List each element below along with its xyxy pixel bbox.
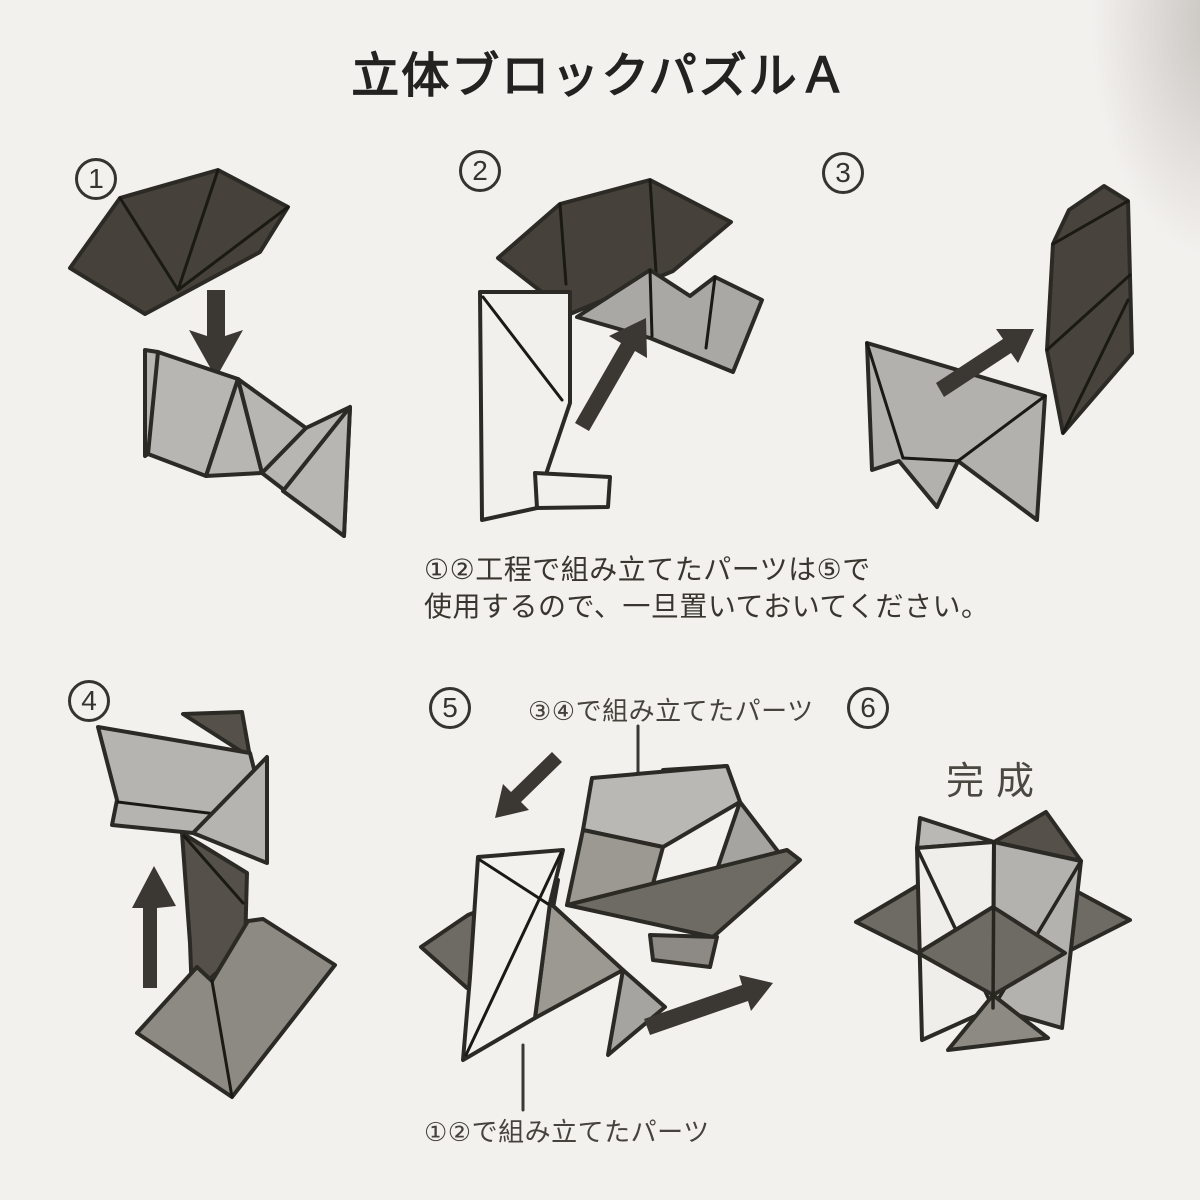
step4-dark-wedge — [181, 710, 252, 759]
step2-gray-crease — [648, 268, 654, 338]
step3-dark-crease — [1051, 199, 1130, 246]
arrow-up-icon — [132, 866, 176, 988]
step1-dark-crease — [176, 168, 220, 292]
step3-gray-crease — [865, 341, 905, 460]
step1-number: 1 — [88, 163, 104, 194]
step2-dark-crease — [648, 178, 659, 289]
step3-gray-crease — [901, 456, 960, 463]
step4-bottom-crease — [210, 979, 234, 1099]
step5-diagram — [419, 724, 802, 1112]
step5-white-crease — [478, 858, 550, 906]
step6-number-badge: 6 — [847, 687, 889, 729]
step1-diagram — [68, 168, 352, 538]
step3-dark-crease — [1061, 298, 1130, 435]
arrow-up-right-icon — [575, 318, 647, 431]
step6-bottom-spike — [946, 993, 1050, 1052]
step1-dark-crease — [176, 205, 290, 292]
step1-light-piece — [143, 348, 352, 538]
step4-bottom-piece — [135, 917, 337, 1099]
step2-white-crease — [481, 295, 564, 402]
step3-diagram — [865, 184, 1134, 522]
step1-dark-piece — [68, 168, 290, 316]
step3-dark-crease — [1045, 273, 1132, 352]
step2-white-foot — [533, 471, 612, 510]
step6-number: 6 — [860, 692, 876, 723]
complete-label: 完成 — [946, 761, 1047, 803]
step5-top-face — [581, 764, 742, 849]
step2-dark-crease — [558, 202, 568, 286]
step5-number-badge: 5 — [429, 687, 471, 729]
step5-white-crease — [464, 851, 563, 1057]
step3-gray-crease — [956, 394, 1047, 463]
step4-number-badge: 4 — [68, 680, 110, 722]
arrow-down-left-icon — [495, 752, 562, 818]
step5-pinwheel-facet — [606, 968, 667, 1057]
step4-dark-crease — [182, 834, 245, 905]
step5-top-label: ③④で組み立てたパーツ — [528, 696, 814, 726]
step6-diagram — [854, 810, 1132, 1052]
page-title: 立体ブロックパズルＡ — [351, 50, 849, 103]
arrow-up-right-icon — [644, 975, 773, 1035]
step3-number: 3 — [835, 157, 851, 188]
step2-gray-crease — [704, 275, 717, 350]
step2-diagram — [478, 178, 764, 522]
step4-diagram — [96, 710, 337, 1099]
step5-dark-plate — [565, 848, 802, 939]
step5-bottom-label: ①②で組み立てたパーツ — [424, 1117, 710, 1147]
note-text: ①②工程で組み立てたパーツは⑤で 使用するので、一旦置いておいてください。 — [424, 554, 990, 622]
step5-number: 5 — [442, 692, 458, 723]
step3-number-badge: 3 — [822, 152, 864, 194]
step6-center-edge — [991, 840, 996, 1010]
step5-trapezoid — [648, 933, 719, 969]
step3-dark-piece — [1045, 184, 1134, 435]
step2-number-badge: 2 — [459, 150, 501, 192]
step1-number-badge: 1 — [75, 158, 117, 200]
step4-number: 4 — [81, 685, 97, 716]
arrow-down-icon — [189, 290, 243, 378]
arrow-up-right-icon — [936, 329, 1034, 397]
step2-number: 2 — [472, 155, 488, 186]
step1-dark-crease — [118, 196, 180, 292]
step1-light-facet — [281, 405, 352, 538]
step6-front-diamond — [916, 905, 1067, 997]
step4-light-triangle — [191, 755, 269, 865]
step2-gray-piece — [575, 268, 764, 374]
step3-gray-piece — [865, 341, 1047, 522]
